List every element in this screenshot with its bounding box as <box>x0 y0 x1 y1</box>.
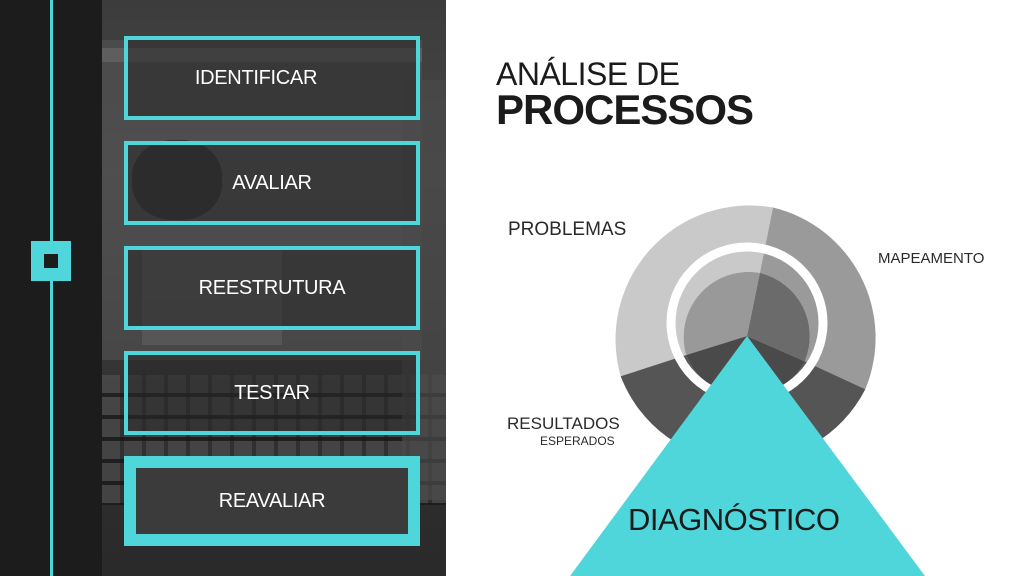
rail-square-marker-icon <box>31 241 71 281</box>
step-avaliar-box: AVALIAR <box>124 141 420 225</box>
label-esperados: ESPERADOS <box>540 434 615 448</box>
step-identificar-box: IDENTIFICAR <box>124 36 420 120</box>
inner-wedge-mapeamento <box>747 272 810 362</box>
rail-accent-line <box>50 0 53 576</box>
step-reestrutura-box: REESTRUTURA <box>124 246 420 330</box>
diagnosis-triangle <box>570 336 925 576</box>
label-mapeamento: MAPEAMENTO <box>878 250 985 267</box>
label-problemas: PROBLEMAS <box>508 219 627 240</box>
inner-wedge-problemas <box>683 271 760 355</box>
step-identificar-label: IDENTIFICAR <box>194 66 318 89</box>
label-diagnostico: DIAGNÓSTICO <box>628 502 840 537</box>
step-avaliar-label: AVALIAR <box>232 171 312 194</box>
step-testar-box: TESTAR <box>124 351 420 435</box>
rail-square-marker-inner <box>44 254 58 268</box>
step-reavaliar-box: REAVALIAR <box>124 456 420 546</box>
label-resultados: RESULTADOS <box>507 414 620 433</box>
step-reestrutura-label: REESTRUTURA <box>198 276 346 299</box>
title-line-1: ANÁLISE DE <box>496 56 680 92</box>
step-testar-label: TESTAR <box>234 381 310 404</box>
title-line-2: PROCESSOS <box>496 86 754 133</box>
step-reavaliar-label: REAVALIAR <box>218 489 326 512</box>
